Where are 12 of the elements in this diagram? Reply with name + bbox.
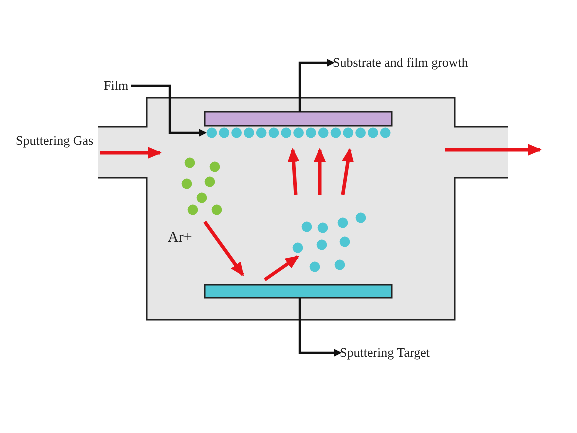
film-layer [206,128,391,138]
leader-line [298,59,335,112]
arrow [100,147,162,159]
ion-label: Ar+ [168,230,192,246]
callout-label: Sputtering Target [340,345,430,361]
target-plate [204,284,393,299]
callout-label: Sputtering Gas [16,133,94,149]
substrate-plate [204,111,393,127]
leader-line [298,298,342,357]
leader-line [131,84,207,137]
callout-label: Substrate and film growth [333,55,468,71]
callout-label: Film [104,78,129,94]
